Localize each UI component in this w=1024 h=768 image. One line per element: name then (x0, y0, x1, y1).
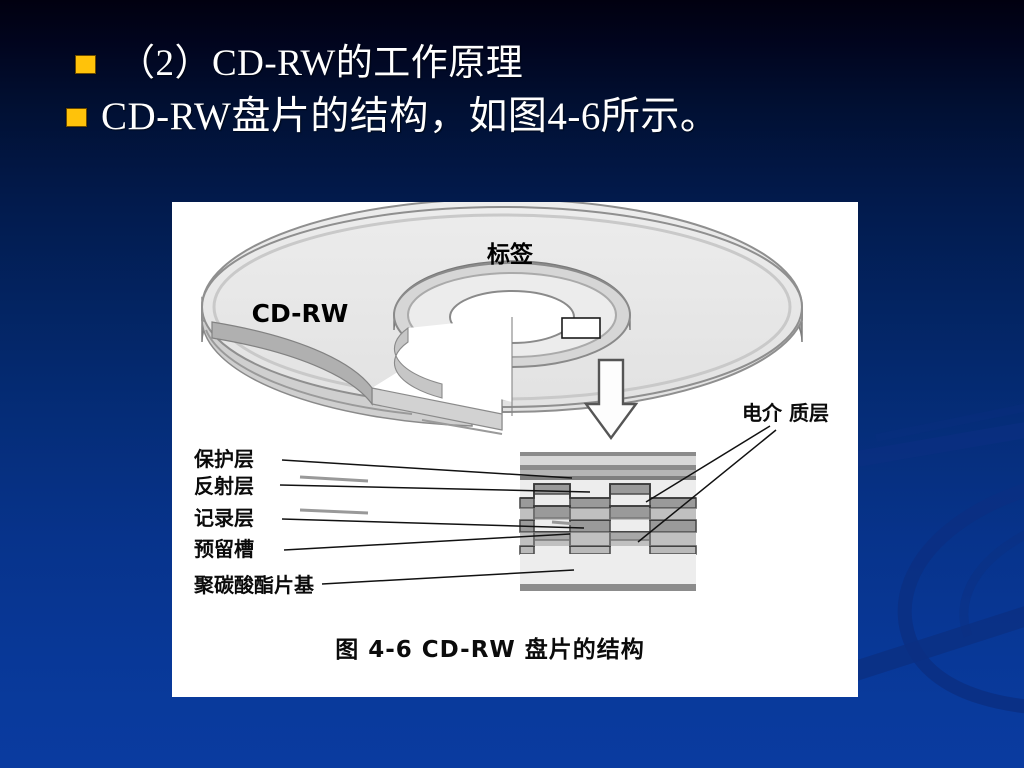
disc-illustration: 标签 CD-RW (201, 202, 803, 435)
down-arrow-icon (583, 358, 639, 441)
callout-rectangle (561, 317, 601, 339)
leader-lines (279, 425, 777, 585)
bullet-list: （2）CD-RW的工作原理 CD-RW盘片的结构，如图4-6所示。 (66, 42, 966, 148)
layer-label-5: 聚碳酸酯片基 (193, 573, 315, 597)
disc-label: CD-RW (252, 299, 349, 328)
figure-panel: 标签 CD-RW (172, 202, 858, 697)
layer-label-2: 反射层 (194, 474, 254, 498)
bullet-text-1: （2）CD-RW的工作原理 (118, 43, 524, 84)
cross-section-illustration (519, 452, 697, 591)
bullet-square-icon (66, 107, 87, 127)
bullet-square-icon (75, 54, 96, 74)
leader-accent-ticks (299, 475, 577, 526)
cd-rw-structure-diagram: 标签 CD-RW (193, 202, 829, 663)
layer-label-1: 保护层 (193, 447, 254, 471)
dielectric-label: 电介 质层 (742, 401, 829, 425)
bullet-text-2: CD-RW盘片的结构，如图4-6所示。 (101, 95, 720, 138)
figure-caption: 图 4-6 CD-RW 盘片的结构 (335, 636, 645, 663)
disc-top-label: 标签 (487, 241, 534, 268)
list-item: （2）CD-RW的工作原理 (66, 42, 966, 86)
layer-label-3: 记录层 (194, 506, 254, 530)
list-item: CD-RW盘片的结构，如图4-6所示。 (66, 94, 966, 140)
layer-label-4: 预留槽 (194, 537, 254, 561)
